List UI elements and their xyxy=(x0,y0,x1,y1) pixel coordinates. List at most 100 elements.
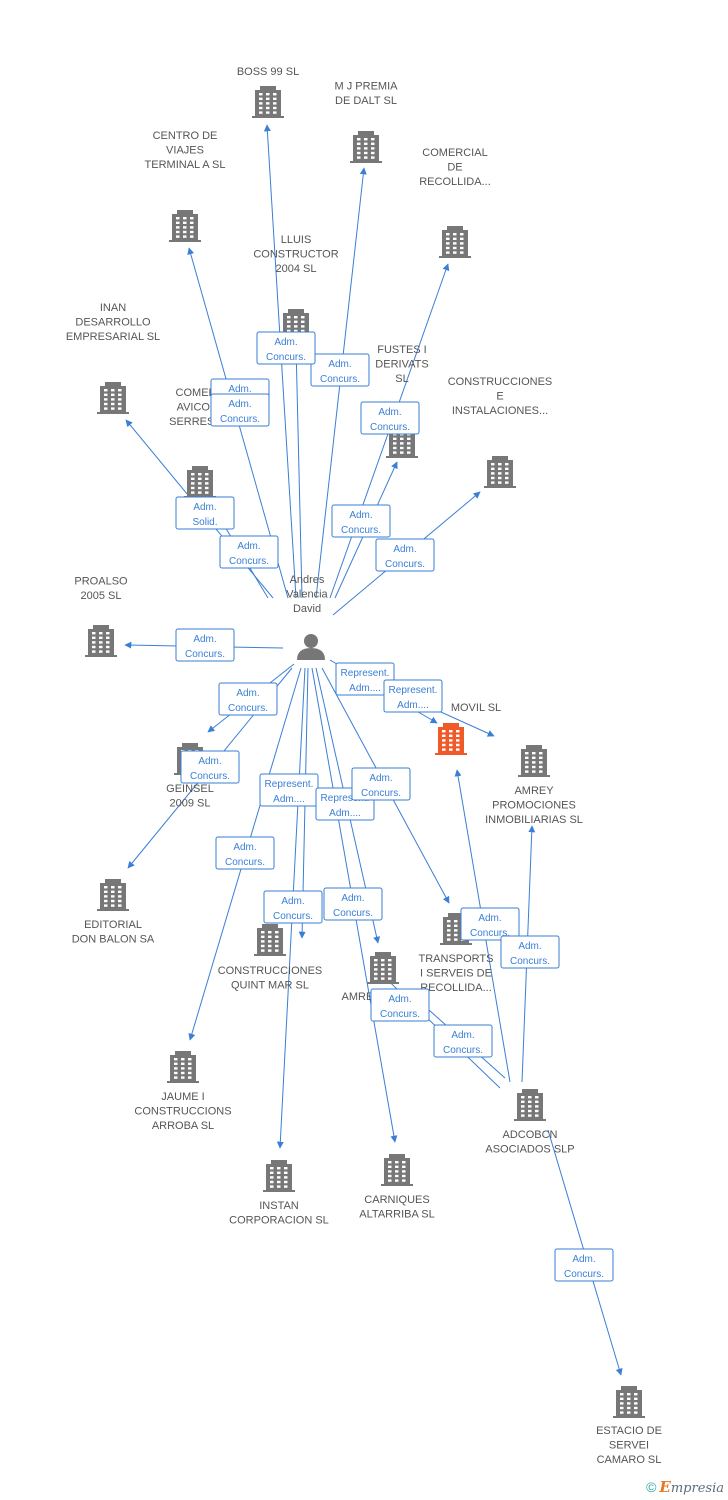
edge-label-movil[interactable]: Represent.Adm.... xyxy=(335,662,395,696)
edge-label-transports[interactable]: Adm.Concurs. xyxy=(433,1024,493,1058)
building-icon xyxy=(167,1051,199,1083)
edge-person-lluis xyxy=(292,344,303,599)
edge-label-text: Adm.Concurs. xyxy=(320,359,360,385)
edge-label-geinsel[interactable]: Adm.Concurs. xyxy=(218,682,278,716)
edge-label-centroviajes[interactable]: Adm.Concurs. xyxy=(210,393,270,427)
edge-label-text: Adm.Concurs. xyxy=(220,399,260,425)
edge-label-amrey2002[interactable]: Adm.Concurs. xyxy=(370,988,430,1022)
building-icon xyxy=(97,879,129,911)
edge-label-text: Represent.Adm.... xyxy=(321,793,370,819)
person-icon xyxy=(297,634,325,660)
company-node-movil[interactable]: MOVIL SL xyxy=(435,702,501,755)
edge-label-estacio[interactable]: Adm.Concurs. xyxy=(554,1248,614,1282)
edge-label-text: Adm.Concurs. xyxy=(470,913,510,939)
brand-logo: Empresia xyxy=(659,1478,724,1496)
edge-label-instan[interactable]: Adm.Concurs. xyxy=(263,890,323,924)
edge-label-text: Adm.Concurs. xyxy=(564,1254,604,1280)
building-icon xyxy=(85,625,117,657)
building-icon xyxy=(350,131,382,163)
edge-label-text: Adm.Concurs. xyxy=(190,756,230,782)
edge-labels-layer: Adm.Concurs.Adm.Concurs.Adm.Concurs.Adm.… xyxy=(175,331,614,1282)
edge-label-text: Represent.Adm.... xyxy=(341,668,390,694)
edge-label-jaume[interactable]: Adm.Concurs. xyxy=(215,836,275,870)
edge-label-text: Adm.Concurs. xyxy=(370,407,410,433)
edge-label-mjpremia[interactable]: Adm.Concurs. xyxy=(310,353,370,387)
building-icon xyxy=(484,456,516,488)
building-icon xyxy=(254,924,286,956)
edge-label-amreyprom[interactable]: Adm.Concurs. xyxy=(500,935,560,969)
edge-label-proalso[interactable]: Adm.Concurs. xyxy=(175,628,235,662)
edge-label-text: Represent.Adm.... xyxy=(265,779,314,805)
edge-label-text: Represent.Adm.... xyxy=(389,685,438,711)
building-icon xyxy=(514,1089,546,1121)
edge-label-lluis[interactable]: Adm.Concurs. xyxy=(256,331,316,365)
company-node-boss99[interactable]: BOSS 99 SL xyxy=(237,66,299,118)
edge-label-movil[interactable]: Adm.Concurs. xyxy=(460,907,520,941)
edge-label-text: Adm.Concurs. xyxy=(266,337,306,363)
edge-label-text: Adm.Concurs. xyxy=(361,773,401,799)
edge-label-text: Adm.Concurs. xyxy=(229,541,269,567)
edge-label-inan[interactable]: Adm.Solid. xyxy=(175,496,235,530)
edge-label-comercavicola[interactable]: Adm.Concurs. xyxy=(219,535,279,569)
building-icon xyxy=(439,226,471,258)
building-icon xyxy=(184,466,216,498)
edge-label-amreyprom[interactable]: Represent.Adm.... xyxy=(383,679,443,713)
edge-label-editorial[interactable]: Adm.Concurs. xyxy=(180,750,240,784)
edge-label-construcciones_inst[interactable]: Adm.Concurs. xyxy=(375,538,435,572)
edge-label-text: Adm.Concurs. xyxy=(225,842,265,868)
edge-label-text: Adm.Concurs. xyxy=(273,896,313,922)
company-label: BOSS 99 SL xyxy=(237,66,299,78)
edge-label-fustes[interactable]: Adm.Concurs. xyxy=(331,504,391,538)
building-icon xyxy=(169,210,201,242)
edge-label-text: Adm.Concurs. xyxy=(443,1030,483,1056)
copyright-symbol: © xyxy=(646,1479,657,1495)
edge-label-text: Adm.Concurs. xyxy=(228,688,268,714)
edge-label-quintmar[interactable]: Represent.Adm.... xyxy=(259,773,319,807)
edge-label-transports[interactable]: Adm.Concurs. xyxy=(351,767,411,801)
edge-label-comercialrecollida[interactable]: Adm.Concurs. xyxy=(360,401,420,435)
edge-label-carniques[interactable]: Adm.Concurs. xyxy=(323,887,383,921)
building-icon xyxy=(386,426,418,458)
building-icon xyxy=(263,1160,295,1192)
edge-label-text: Adm.Concurs. xyxy=(385,544,425,570)
edge-label-text: Adm.Solid. xyxy=(192,502,217,528)
building-icon xyxy=(435,723,467,755)
edge-label-text: Adm.Concurs. xyxy=(333,893,373,919)
edge-label-text: Adm.Concurs. xyxy=(380,994,420,1020)
edge-label-text: Adm.Concurs. xyxy=(185,634,225,660)
